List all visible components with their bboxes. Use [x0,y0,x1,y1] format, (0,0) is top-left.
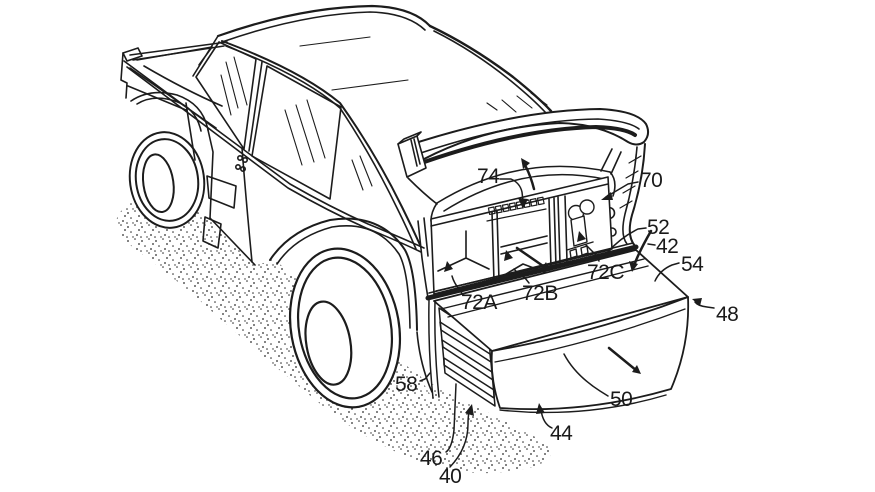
leader-58 [419,372,431,382]
ref-label-74: 74 [477,165,500,188]
ref-label-54: 54 [681,253,704,276]
arrow-42-shaft [633,229,653,265]
leader-72a [451,275,464,296]
leader-50 [563,353,609,397]
leader-74 [499,178,524,202]
vehicle-body-fill [114,6,650,398]
light-strip [486,196,547,222]
rear-sill [425,242,639,301]
storage-compartments [430,176,613,295]
ref-label-48: 48 [716,303,739,326]
leader-52 [607,227,647,253]
vehicle-body-lines [120,4,553,393]
leader-70 [605,181,639,198]
ref-label-72b: 72B [522,282,558,305]
ref-label-50: 50 [610,388,633,411]
ref-label-72a: 72A [461,291,497,314]
front-wheel [128,131,206,229]
ref-label-44: 44 [550,422,573,445]
leader-48 [694,301,715,309]
motion-arrows [515,165,653,373]
ref-label-40: 40 [439,465,462,488]
ref-label-58: 58 [395,373,418,396]
drawer-motion-arrow [607,346,639,373]
ref-label-72c: 72C [587,261,625,284]
ref-label-42: 42 [656,235,679,258]
ref-label-52: 52 [647,216,670,239]
liftgate-motion-arrow [524,165,536,191]
leader-72c [585,244,600,262]
leader-72b [513,268,530,284]
bumper-drawer [433,249,690,414]
sill-motion-arrow [515,246,548,270]
rear-wheel [288,247,402,409]
ref-label-46: 46 [420,447,443,470]
leader-46 [445,383,457,453]
rear-wing [397,108,650,178]
leader-42 [647,243,656,246]
ref-label-70: 70 [640,169,663,192]
leader-54 [654,262,680,282]
